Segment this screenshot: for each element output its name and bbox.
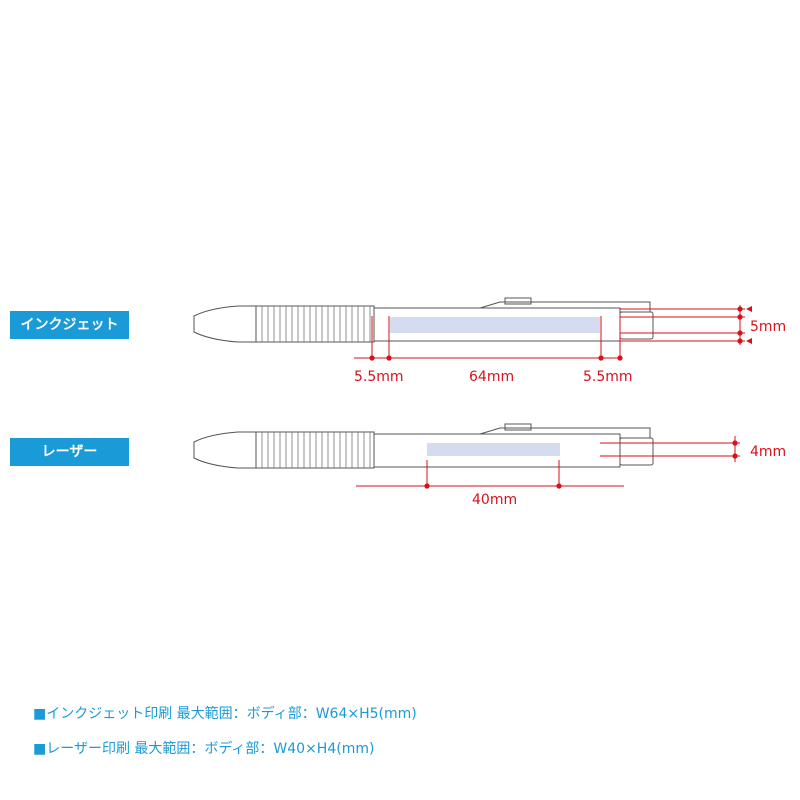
laser-pen-cap <box>619 437 654 466</box>
laser-width-label: 40mm <box>472 492 517 508</box>
inkjet-right-margin-label: 5.5mm <box>583 369 633 385</box>
inkjet-label: インクジェット <box>10 311 129 339</box>
laser-grip-lines <box>261 432 371 468</box>
inkjet-pen-tip <box>193 305 256 343</box>
inkjet-grip-lines <box>261 306 371 342</box>
inkjet-pen <box>193 297 654 343</box>
laser-dimensions <box>356 436 740 489</box>
laser-spec-text: ■レーザー印刷 最大範囲：ボディ部：W40×H4(mm) <box>33 741 375 757</box>
inkjet-left-margin-label: 5.5mm <box>354 369 404 385</box>
inkjet-width-label: 64mm <box>469 369 514 385</box>
laser-height-label: 4mm <box>750 444 786 460</box>
inkjet-spec-text: ■インクジェット印刷 最大範囲：ボディ部：W64×H5(mm) <box>33 706 417 722</box>
laser-label: レーザー <box>10 438 129 466</box>
laser-pen-clip-head <box>504 423 532 431</box>
laser-pen-tip <box>193 431 256 469</box>
laser-print-area <box>427 443 560 456</box>
inkjet-height-label: 5mm <box>750 319 786 335</box>
laser-pen <box>193 423 654 469</box>
inkjet-pen-cap <box>619 311 654 340</box>
inkjet-print-area <box>390 317 600 333</box>
inkjet-dimensions <box>354 305 752 361</box>
inkjet-pen-clip-head <box>504 297 532 305</box>
